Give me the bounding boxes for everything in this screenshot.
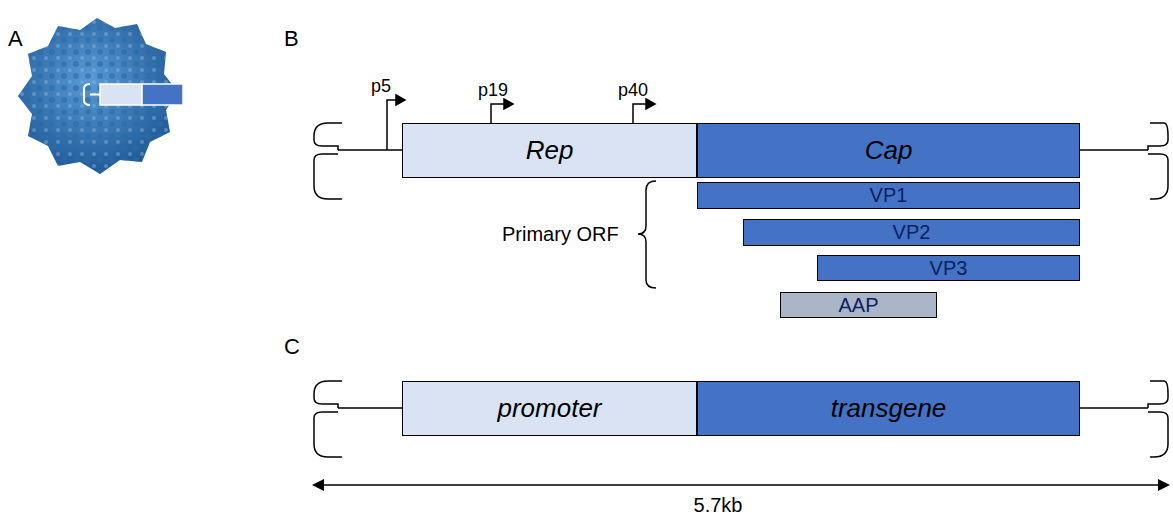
panel-label: A bbox=[8, 26, 23, 52]
gene-box: VP3 bbox=[817, 255, 1080, 281]
bracket bbox=[638, 181, 656, 288]
itr bbox=[314, 381, 1168, 457]
gene-label: transgene bbox=[831, 393, 947, 424]
annotation: p40 bbox=[618, 80, 648, 101]
gene-box: VP1 bbox=[697, 182, 1080, 209]
dimension-arrow bbox=[312, 479, 1170, 491]
gene-box: Rep bbox=[402, 123, 697, 178]
annotation: Primary ORF bbox=[502, 223, 619, 246]
gene-label: Cap bbox=[865, 135, 913, 166]
gene-box: VP2 bbox=[743, 219, 1080, 246]
gene-label: promoter bbox=[497, 393, 601, 424]
gene-label: VP2 bbox=[893, 221, 931, 244]
gene-box: transgene bbox=[697, 381, 1080, 436]
annotation: 5.7kb bbox=[694, 494, 743, 517]
gene-label: VP1 bbox=[870, 184, 908, 207]
gene-box: Cap bbox=[697, 123, 1080, 178]
gene-box: promoter bbox=[402, 381, 697, 436]
panel-label: C bbox=[284, 334, 300, 360]
gene-label: Rep bbox=[526, 135, 574, 166]
gene-label: AAP bbox=[838, 294, 878, 317]
annotation: p19 bbox=[478, 80, 508, 101]
gene-box: AAP bbox=[780, 292, 937, 318]
panel-label: B bbox=[284, 26, 299, 52]
capsid bbox=[18, 18, 199, 174]
annotation: p5 bbox=[371, 76, 391, 97]
gene-label: VP3 bbox=[930, 257, 968, 280]
